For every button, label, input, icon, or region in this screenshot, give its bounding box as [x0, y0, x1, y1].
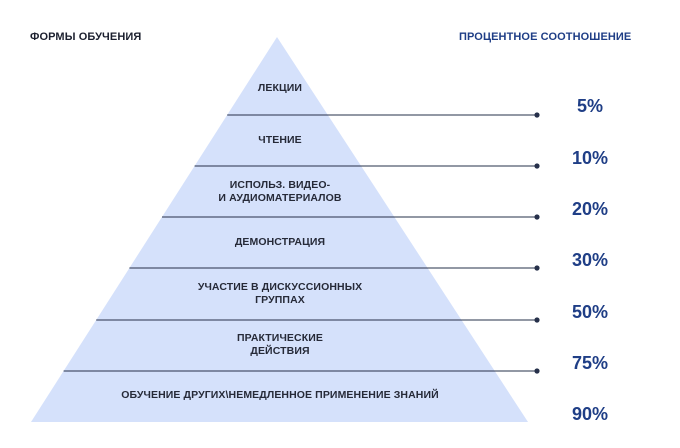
learning-forms-header: ФОРМЫ ОБУЧЕНИЯ: [30, 31, 142, 43]
percentage-header: ПРОЦЕНТНОЕ СООТНОШЕНИЕ: [459, 31, 632, 43]
level-label-line: ИСПОЛЬЗ. ВИДЕО-: [229, 179, 331, 191]
pyramid-shape: [31, 37, 528, 422]
divider-dot: [534, 214, 540, 220]
percent-value: 20%: [571, 199, 609, 219]
level-label-line: ГРУППАХ: [255, 294, 305, 306]
level-label-discussion-groups: УЧАСТИЕ В ДИСКУССИОННЫХ ГРУППАХ: [120, 281, 440, 307]
level-label-demonstration: ДЕМОНСТРАЦИЯ: [120, 236, 440, 249]
percent-value: 90%: [571, 404, 609, 424]
percent-value: 10%: [571, 148, 609, 168]
level-label-line: ЧТЕНИЕ: [258, 134, 302, 146]
level-label-line: УЧАСТИЕ В ДИСКУССИОННЫХ: [197, 281, 363, 293]
level-label-line: ОБУЧЕНИЕ ДРУГИХ\НЕМЕДЛЕННОЕ ПРИМЕНЕНИЕ З…: [121, 389, 439, 401]
divider-dot: [534, 265, 540, 271]
level-label-line: ДЕМОНСТРАЦИЯ: [234, 236, 326, 248]
divider-dot: [534, 317, 540, 323]
divider-dot: [534, 163, 540, 169]
level-label-line: ПРАКТИЧЕСКИЕ: [237, 332, 323, 344]
divider-dot: [534, 368, 540, 374]
percent-value: 5%: [576, 96, 603, 116]
level-label-reading: ЧТЕНИЕ: [120, 134, 440, 147]
level-label-lectures: ЛЕКЦИИ: [120, 82, 440, 95]
level-label-audiovisual: ИСПОЛЬЗ. ВИДЕО- И АУДИОМАТЕРИАЛОВ: [120, 179, 440, 205]
level-label-line: И АУДИОМАТЕРИАЛОВ: [218, 192, 342, 204]
divider-dot: [534, 112, 540, 118]
level-label-line: ЛЕКЦИИ: [257, 82, 303, 94]
pyramid-dividers: [63, 112, 540, 374]
level-label-teaching-others: ОБУЧЕНИЕ ДРУГИХ\НЕМЕДЛЕННОЕ ПРИМЕНЕНИЕ З…: [120, 389, 440, 402]
level-label-line: ДЕЙСТВИЯ: [250, 345, 310, 357]
percent-value: 75%: [571, 353, 609, 373]
level-label-practice: ПРАКТИЧЕСКИЕ ДЕЙСТВИЯ: [120, 332, 440, 358]
percent-value: 50%: [571, 302, 609, 322]
percent-value: 30%: [571, 250, 609, 270]
